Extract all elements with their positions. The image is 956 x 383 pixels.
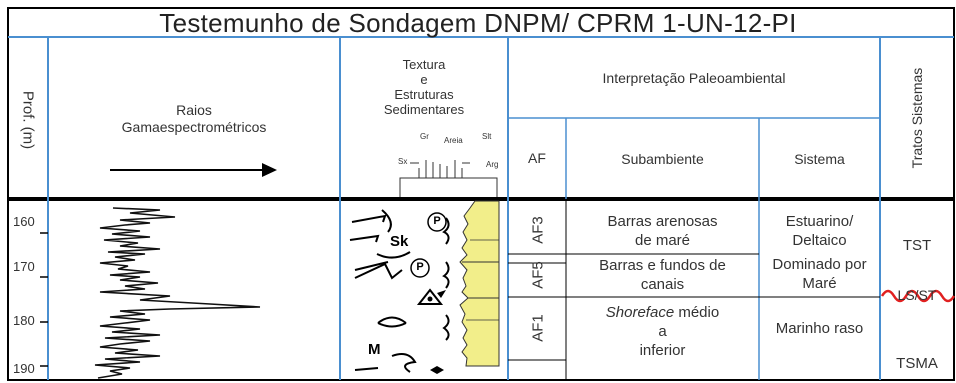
shoreface-italic: Shoreface — [605, 304, 675, 321]
sk-label: Sk — [390, 233, 409, 250]
interp-header: Interpretação Paleoambiental — [602, 70, 786, 86]
gamma-ray-log — [94, 207, 261, 379]
sistema-line4: Maré — [802, 275, 837, 292]
sistema-header: Sistema — [794, 151, 845, 167]
sistema-line2: Deltaico — [792, 232, 847, 249]
depth-160: 160 — [13, 214, 35, 229]
p-symbol-2 — [410, 258, 430, 278]
subambiente-header: Subambiente — [621, 151, 704, 167]
sub-af3-line1: Barras arenosas — [607, 213, 718, 230]
depth-170: 170 — [13, 259, 35, 274]
sub-af1-line2: a — [658, 323, 667, 340]
tratos-header: Tratos Sistemas — [909, 67, 925, 169]
grain-scale — [399, 160, 498, 197]
grain-slt: Slt — [482, 132, 492, 141]
grain-arg: Arg — [486, 160, 499, 169]
trato-tst: TST — [902, 237, 932, 254]
lithology-sand — [459, 200, 500, 367]
depth-ticks — [40, 232, 48, 367]
texture-header-1: Textura — [402, 57, 446, 72]
p-label-2: P — [416, 261, 424, 273]
triangle-symbol — [416, 288, 444, 305]
page-title: Testemunho de Sondagem DNPM/ CPRM 1-UN-1… — [159, 8, 797, 38]
p-symbol-1 — [427, 212, 447, 232]
af-header: AF — [528, 150, 546, 166]
depth-180: 180 — [13, 313, 35, 328]
sistema-line3: Dominado por — [772, 256, 867, 273]
gamma-header-line2: Gamaespectrométricos — [121, 119, 267, 135]
texture-header-4: Sedimentares — [383, 102, 465, 117]
trato-ls-st: LS/ST — [897, 287, 937, 303]
facies-af5: AF5 — [529, 261, 547, 289]
outer-frame — [7, 7, 955, 381]
depth-header: Prof. (m) — [19, 90, 37, 150]
grain-gr: Gr — [420, 132, 429, 141]
grain-areia: Areia — [444, 136, 463, 145]
m-label: M — [368, 341, 381, 358]
sistema-marinho: Marinho raso — [775, 320, 864, 337]
trato-tsma: TSMA — [896, 355, 938, 372]
gamma-arrow-head — [262, 163, 277, 177]
sub-af1-line3: inferior — [639, 342, 686, 359]
facies-af3: AF3 — [529, 216, 547, 244]
sub-af3-line2: de maré — [634, 232, 691, 249]
ls-st-surface — [880, 289, 956, 303]
sistema-line1: Estuarino/ — [785, 213, 854, 230]
sed-structures — [349, 209, 450, 373]
sub-af1-rest: médio — [674, 304, 720, 321]
diamond-symbol — [430, 366, 444, 374]
sub-af5-line1: Barras e fundos de — [599, 257, 726, 274]
p-label-1: P — [433, 215, 441, 227]
texture-header-3: Estruturas — [394, 87, 454, 102]
texture-header-2: e — [420, 72, 428, 87]
sub-af5-line2: canais — [640, 276, 685, 293]
gamma-header-line1: Raios — [176, 102, 212, 118]
sub-af1-line1: Shoreface médio — [566, 304, 759, 321]
facies-af1: AF1 — [529, 314, 547, 342]
grain-sx: Sx — [398, 157, 408, 166]
depth-190: 190 — [13, 361, 35, 376]
